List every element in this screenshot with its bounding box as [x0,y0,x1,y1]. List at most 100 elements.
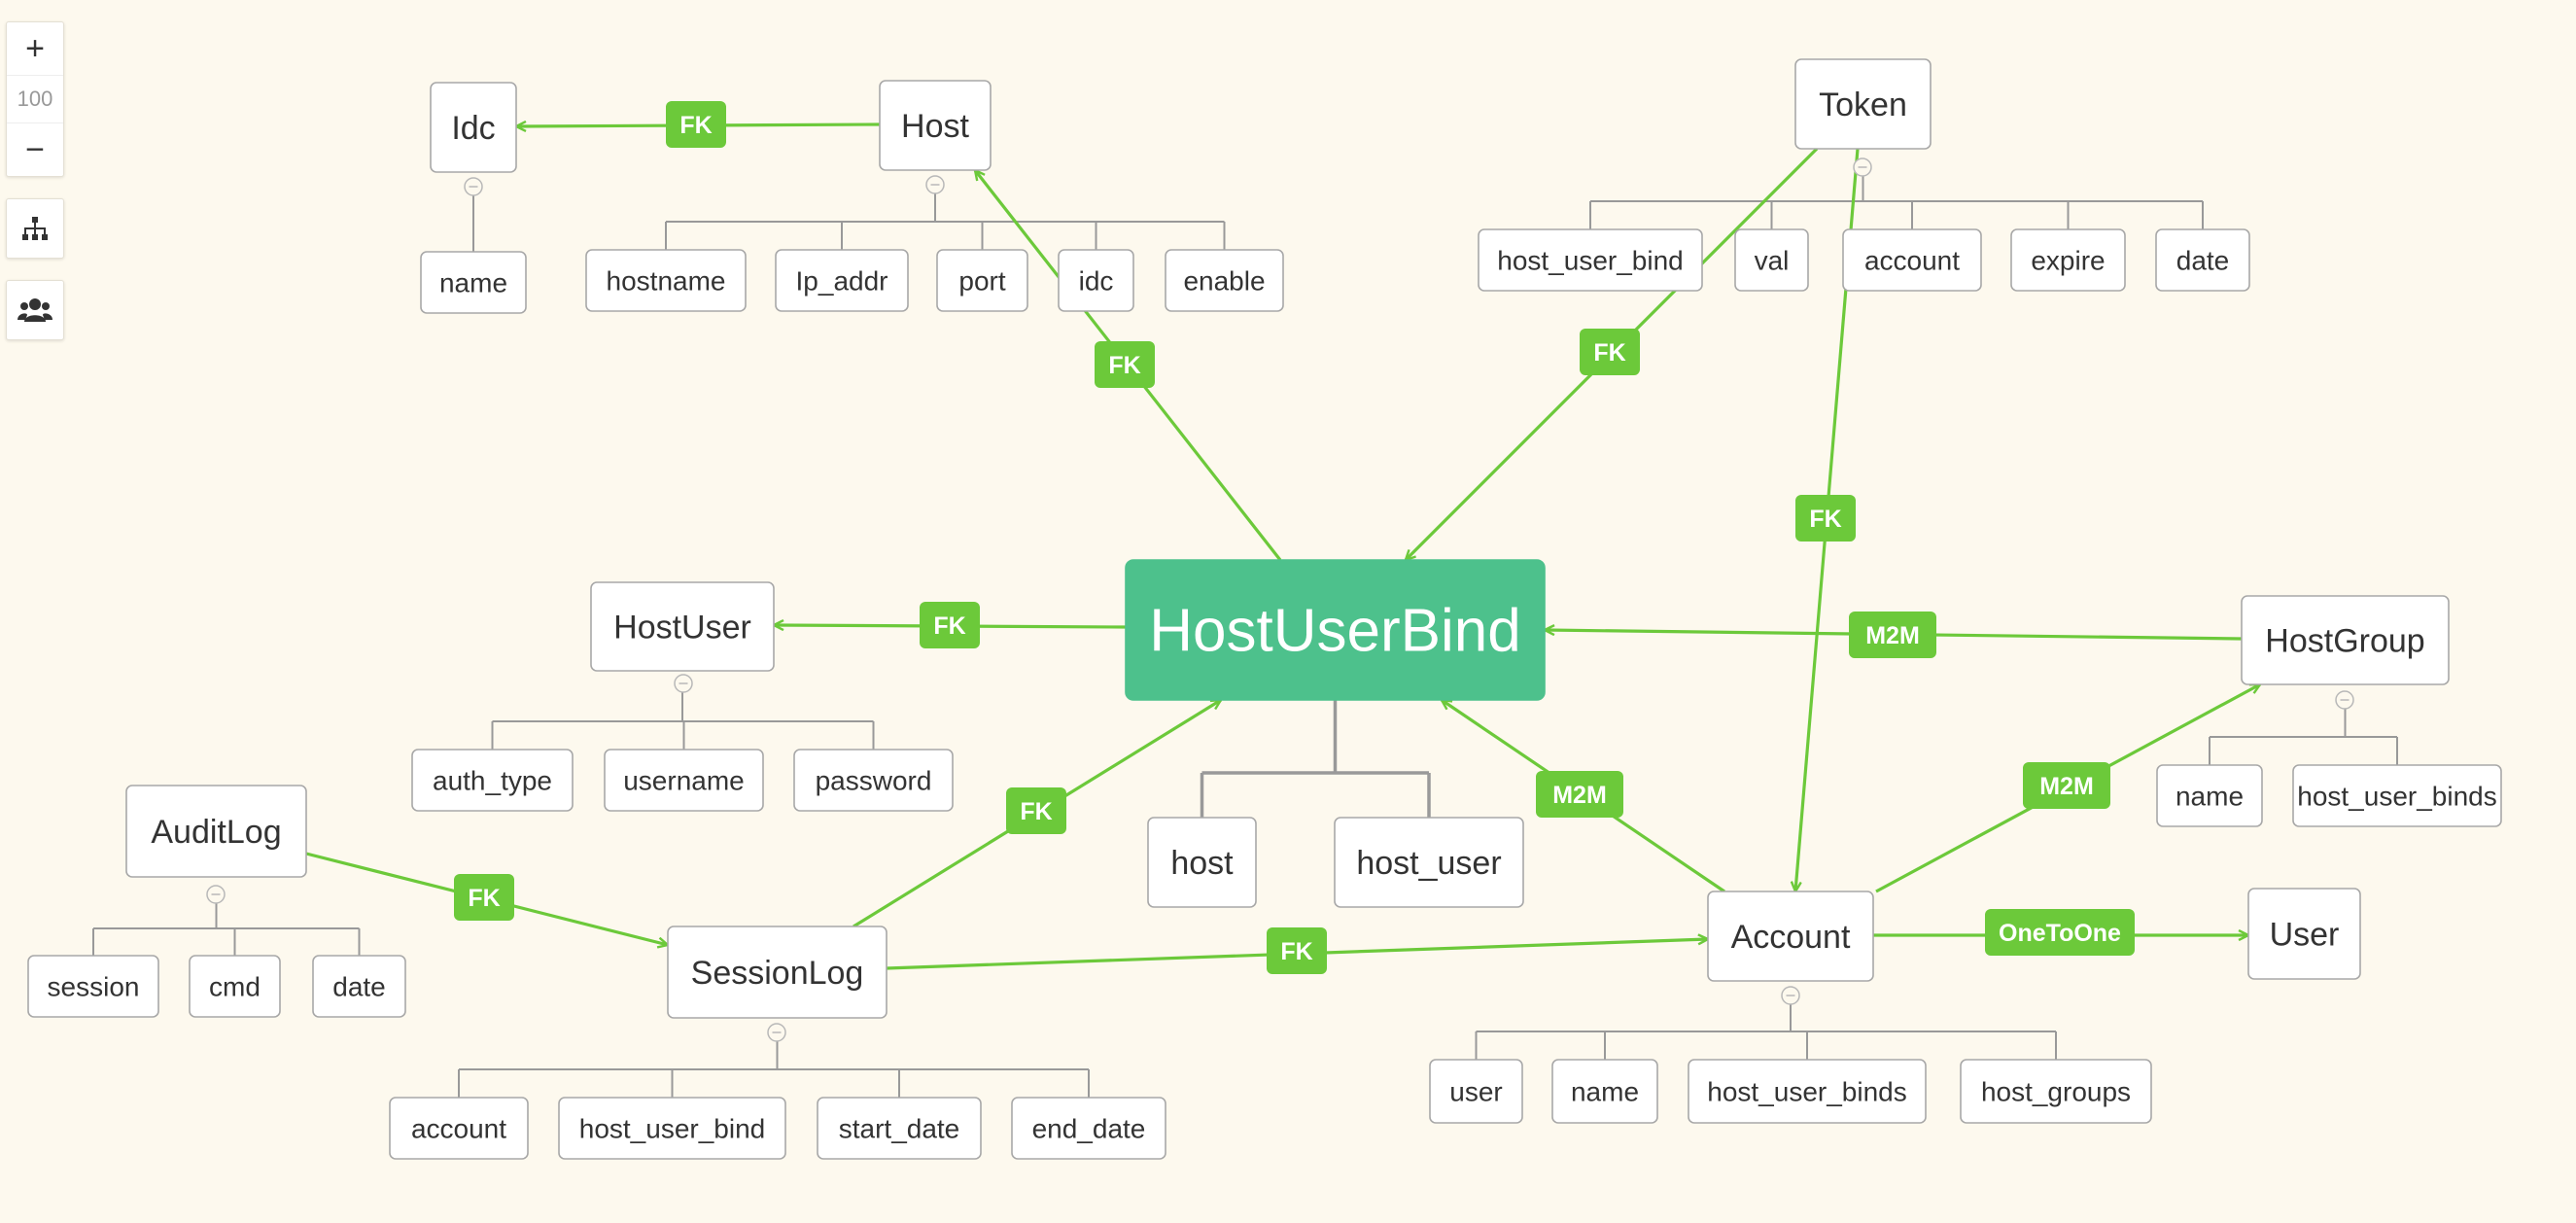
field-hostuser-auth-type-label: auth_type [433,765,552,795]
entity-idc[interactable]: Idc [430,82,517,173]
field-host-hostname[interactable]: hostname [585,249,747,312]
field-account-host-groups[interactable]: host_groups [1960,1059,2152,1124]
field-token-account[interactable]: account [1842,228,1982,292]
field-token-host-user-bind[interactable]: host_user_bind [1478,228,1703,292]
tree-center [1200,700,1431,818]
entity-hostuser-box [590,581,775,672]
field-host-box [1147,817,1257,908]
field-hostgroup-host-user-binds-label: host_user_binds [2297,781,2496,811]
field-idc-name-label: name [439,267,507,297]
field-sessionlog-start-date[interactable]: start_date [817,1097,982,1160]
field-sessionlog-account[interactable]: account [389,1097,529,1160]
relation-label-fk: FK [1267,927,1327,974]
field-sessionlog-host-user-bind[interactable]: host_user_bind [558,1097,786,1160]
field-token-date[interactable]: date [2155,228,2250,292]
collapse-toggle[interactable] [674,674,693,693]
collapse-toggle[interactable] [464,177,483,196]
field-hostgroup-host-user-binds-box [2292,764,2502,827]
zoom-in-button[interactable]: + [7,22,63,75]
tree-hostgroup [2209,709,2398,765]
zoom-out-button[interactable]: − [7,123,63,176]
zoom-in-icon: + [25,29,45,67]
users-button[interactable] [6,280,64,340]
collapse-toggle[interactable] [1853,157,1872,177]
field-host-label: host [1170,845,1234,882]
collapse-toggle[interactable] [925,175,945,194]
field-sessionlog-host-user-bind-label: host_user_bind [579,1113,765,1143]
field-hostuser-password[interactable]: password [793,749,954,812]
field-hostuser-password-label: password [816,765,932,795]
entity-idc-label: Idc [451,110,495,147]
field-host-hostname-box [585,249,747,312]
collapse-toggle[interactable] [206,885,226,904]
entity-account-box [1707,891,1874,982]
field-sessionlog-end-date[interactable]: end_date [1011,1097,1166,1160]
field-hostgroup-name[interactable]: name [2156,764,2263,827]
field-sessionlog-start-date-label: start_date [839,1113,960,1143]
field-host-enable[interactable]: enable [1165,249,1284,312]
relation-label-text: OneToOne [1999,920,2121,947]
entity-hostgroup-box [2241,595,2450,685]
entity-host[interactable]: Host [879,80,992,171]
field-auditlog-session[interactable]: session [27,955,159,1018]
collapse-toggle[interactable] [2335,690,2354,710]
relation-label-text: FK [1593,339,1625,367]
entity-token-label: Token [1819,87,1907,123]
field-hostuser-password-box [793,749,954,812]
field-token-val[interactable]: val [1734,228,1809,292]
field-host-user-box [1334,817,1524,908]
field-host-idc-label: idc [1079,265,1114,296]
field-host-port-box [936,249,1028,312]
field-host[interactable]: host [1147,817,1257,908]
field-auditlog-date[interactable]: date [312,955,406,1018]
entity-sessionlog-label: SessionLog [691,955,864,992]
center-node-label: HostUserBind [1149,598,1520,665]
field-token-host-user-bind-label: host_user_bind [1497,245,1683,275]
field-host-idc[interactable]: idc [1058,249,1134,312]
field-hostuser-auth-type[interactable]: auth_type [411,749,574,812]
center-node-box [1125,559,1546,701]
entity-account[interactable]: Account [1707,891,1874,982]
field-account-name[interactable]: name [1551,1059,1658,1124]
field-token-expire[interactable]: expire [2010,228,2126,292]
collapse-toggle[interactable] [767,1023,786,1042]
entity-host-label: Host [901,108,969,145]
relation-label-text: FK [468,885,500,912]
relation-label-text: FK [1108,352,1140,379]
field-host-user-label: host_user [1356,845,1501,882]
field-hostgroup-host-user-binds[interactable]: host_user_binds [2292,764,2502,827]
field-host-user[interactable]: host_user [1334,817,1524,908]
relation-pill [1095,341,1155,388]
tree-layout-button[interactable] [6,198,64,259]
center-node[interactable]: HostUserBind [1125,559,1546,701]
tree-host [665,193,1226,250]
entity-user[interactable]: User [2247,888,2361,980]
field-account-host-user-binds[interactable]: host_user_binds [1688,1059,1927,1124]
relation-label-text: FK [1020,798,1052,825]
entity-auditlog[interactable]: AuditLog [125,785,307,878]
collapse-toggle[interactable] [1781,986,1800,1005]
field-idc-name-box [420,251,527,314]
field-host-ip-addr[interactable]: Ip_addr [775,249,909,312]
field-host-port[interactable]: port [936,249,1028,312]
field-account-user-label: user [1449,1076,1502,1106]
relation-pill [454,874,514,921]
field-sessionlog-account-box [389,1097,529,1160]
relation-pill [1580,329,1640,375]
field-host-hostname-label: hostname [607,265,726,296]
field-auditlog-cmd-label: cmd [209,971,261,1001]
field-hostgroup-name-label: name [2176,781,2244,811]
relation-label-m2m: M2M [1536,771,1623,818]
entity-host-box [879,80,992,171]
field-idc-name[interactable]: name [420,251,527,314]
field-hostuser-username[interactable]: username [604,749,764,812]
entity-sessionlog-box [667,926,888,1019]
entity-token[interactable]: Token [1794,58,1932,150]
field-auditlog-cmd[interactable]: cmd [189,955,281,1018]
entity-hostgroup[interactable]: HostGroup [2241,595,2450,685]
entity-hostuser[interactable]: HostUser [590,581,775,672]
entity-sessionlog[interactable]: SessionLog [667,926,888,1019]
field-hostuser-username-label: username [623,765,745,795]
field-account-user[interactable]: user [1429,1059,1523,1124]
